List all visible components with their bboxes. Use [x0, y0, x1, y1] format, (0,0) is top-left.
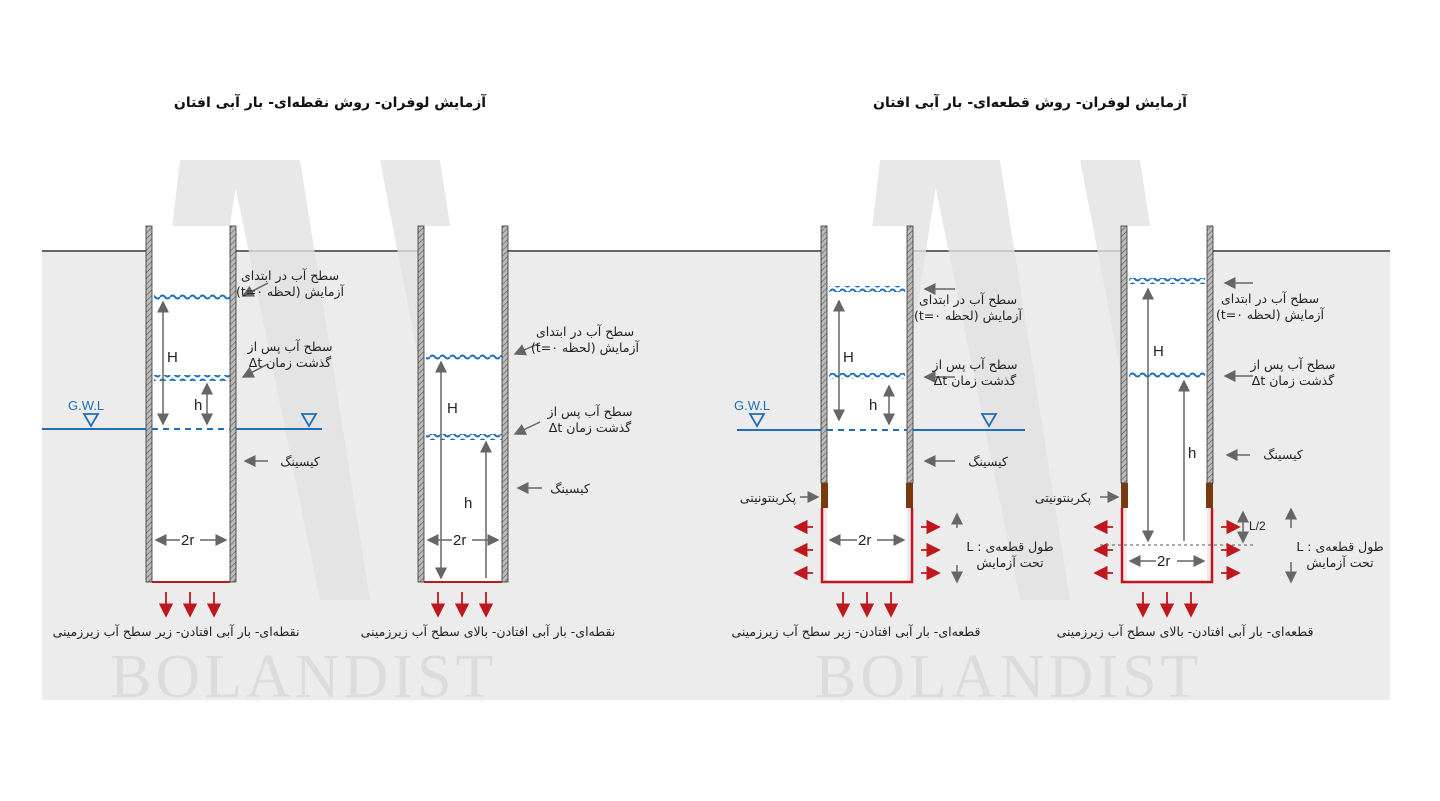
label-segment-length: طول قطعه‌ی : L — [1296, 539, 1383, 555]
water-table-icon — [82, 413, 318, 428]
bentonite-packer — [821, 483, 828, 508]
test-segment — [1120, 508, 1214, 584]
water-level-start — [829, 286, 905, 292]
half-L-label: L/2 — [1249, 519, 1266, 533]
label-water-start: سطح آب در ابتدای — [536, 324, 634, 340]
label-water-start: آزمایش (لحظه t=۰) — [914, 308, 1023, 324]
caption-point-below: نقطه‌ای- بار آبی افتادن- زیر سطح آب زیرز… — [53, 624, 300, 640]
diameter-label: 2r — [858, 532, 871, 549]
caption-point-above: نقطه‌ای- بار آبی افتادن- بالای سطح آب زی… — [361, 624, 616, 640]
well-segment-above-gwl: H h 2r سطح آب در ابتدای آزمایش (لحظه t=۰… — [1035, 225, 1384, 640]
H-label: H — [167, 349, 178, 366]
label-water-start: آزمایش (لحظه t=۰) — [236, 284, 345, 300]
title-segment-method: آزمایش لوفران- روش قطعه‌ای- بار آبی افتا… — [873, 93, 1188, 111]
h-label: h — [1188, 445, 1196, 462]
label-casing: کیسینگ — [1263, 447, 1303, 462]
label-water-after: سطح آب پس از — [547, 404, 633, 420]
label-water-after: سطح آب پس از — [1250, 357, 1336, 373]
bentonite-packer — [1206, 483, 1213, 508]
label-water-after: گذشت زمان Δt — [934, 373, 1016, 389]
label-segment-length: تحت آزمایش — [976, 555, 1044, 571]
watermark: BOLANDIST BOLANDIST — [110, 160, 1202, 711]
label-casing: کیسینگ — [550, 481, 590, 496]
watermark-text-left: BOLANDIST — [110, 643, 497, 711]
water-level-start — [426, 354, 502, 360]
label-casing: کیسینگ — [968, 454, 1008, 469]
water-level-after — [1129, 372, 1205, 378]
water-level-after — [154, 375, 230, 381]
h-label: h — [464, 495, 472, 512]
caption-segment-below: قطعه‌ای- بار آبی افتادن- زیر سطح آب زیرز… — [731, 624, 980, 640]
water-level-start — [1129, 278, 1205, 284]
casing-wall — [229, 225, 237, 583]
title-point-method: آزمایش لوفران- روش نقطه‌ای- بار آبی افتا… — [174, 93, 487, 111]
water-level-after — [829, 373, 905, 379]
well-point-below-gwl: G.W.L H h 2r سطح آب در ابتدای آزمایش (لح… — [42, 225, 345, 640]
label-water-start: آزمایش (لحظه t=۰) — [531, 340, 640, 356]
diameter-label: 2r — [453, 532, 466, 549]
bentonite-packer — [1121, 483, 1128, 508]
label-water-start: سطح آب در ابتدای — [919, 292, 1017, 308]
test-segment — [820, 508, 914, 584]
caption-segment-above: قطعه‌ای- بار آبی افتادن- بالای سطح آب زی… — [1057, 624, 1314, 640]
label-water-after: گذشت زمان Δt — [549, 420, 631, 436]
h-label: h — [194, 397, 202, 414]
label-packer: پکربنتونیتی — [740, 490, 797, 506]
label-casing: کیسینگ — [280, 454, 320, 469]
H-label: H — [843, 349, 854, 366]
label-water-after: سطح آب پس از — [932, 357, 1018, 373]
label-segment-length: طول قطعه‌ی : L — [966, 539, 1053, 555]
H-label: H — [447, 400, 458, 417]
label-water-after: گذشت زمان Δt — [249, 355, 331, 371]
diameter-label: 2r — [181, 532, 194, 549]
water-level-after — [426, 434, 502, 440]
bentonite-packer — [906, 483, 913, 508]
watermark-text-right: BOLANDIST — [815, 643, 1202, 711]
H-label: H — [1153, 343, 1164, 360]
diameter-label: 2r — [1157, 553, 1170, 570]
label-segment-length: تحت آزمایش — [1306, 555, 1374, 571]
gwl-label: G.W.L — [68, 398, 104, 413]
gwl-label: G.W.L — [734, 398, 770, 413]
well-segment-below-gwl: G.W.L H h 2r سطح آب در ابتدای آزمایش (لح… — [731, 225, 1054, 640]
casing-wall — [145, 225, 153, 583]
h-label: h — [869, 397, 877, 414]
label-water-after: گذشت زمان Δt — [1252, 373, 1334, 389]
label-water-start: سطح آب در ابتدای — [1221, 291, 1319, 307]
water-table-icon — [748, 413, 998, 428]
label-packer: پکربنتونیتی — [1035, 490, 1092, 506]
label-water-start: سطح آب در ابتدای — [241, 268, 339, 284]
well-point-above-gwl: H h 2r سطح آب در ابتدای آزمایش (لحظه t=۰… — [361, 225, 640, 640]
water-level-start — [154, 294, 230, 300]
label-water-after: سطح آب پس از — [247, 339, 333, 355]
label-water-start: آزمایش (لحظه t=۰) — [1216, 307, 1325, 323]
